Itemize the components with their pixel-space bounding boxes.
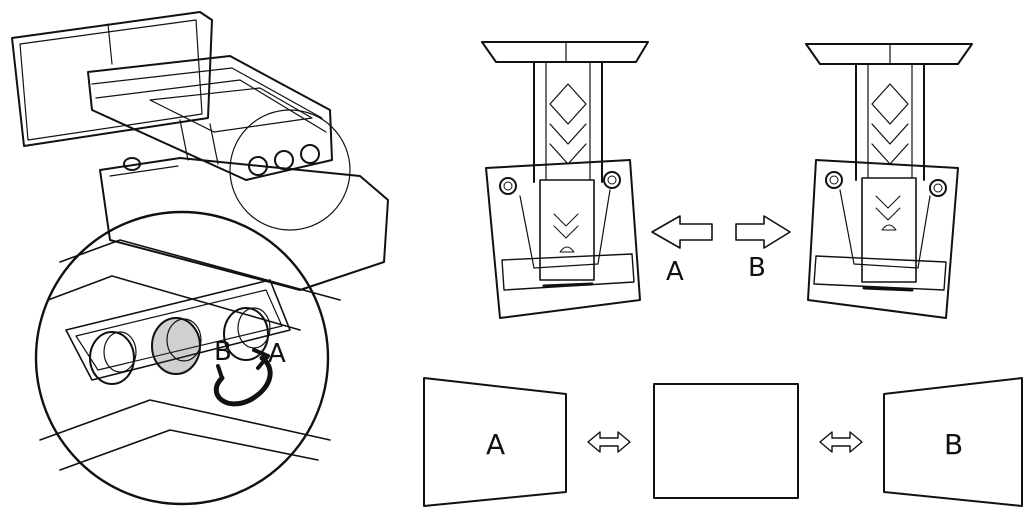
magnified-detail-circle	[34, 210, 330, 506]
zoom-indicator-circle	[229, 109, 351, 231]
arrow-left-icon	[651, 215, 713, 249]
ceiling-mount-b	[805, 43, 973, 319]
double-arrow-icon-left	[587, 431, 631, 453]
magnified-knob-right	[223, 307, 271, 361]
mount-arm	[87, 55, 333, 181]
screen-label-b: B	[944, 428, 963, 461]
screen-b	[883, 377, 1023, 507]
magnified-knob-center	[151, 317, 202, 375]
arrow-right-icon	[735, 215, 791, 249]
arrow-label-a: A	[666, 257, 684, 287]
ceiling-mount-a	[481, 41, 649, 319]
double-arrow-icon-right	[819, 431, 863, 453]
rotation-arrow-icon	[213, 348, 273, 407]
knob-label-a: A	[268, 339, 286, 369]
wall-plate	[11, 11, 213, 147]
knob-label-b: B	[214, 337, 232, 367]
projector-body	[99, 157, 389, 291]
arrow-label-b: B	[748, 253, 766, 283]
screen-center	[653, 383, 799, 499]
screen-label-a: A	[486, 428, 505, 461]
projector-mount-illustration: B A	[11, 11, 389, 506]
magnified-knob-left	[89, 331, 137, 385]
screen-a	[423, 377, 567, 507]
